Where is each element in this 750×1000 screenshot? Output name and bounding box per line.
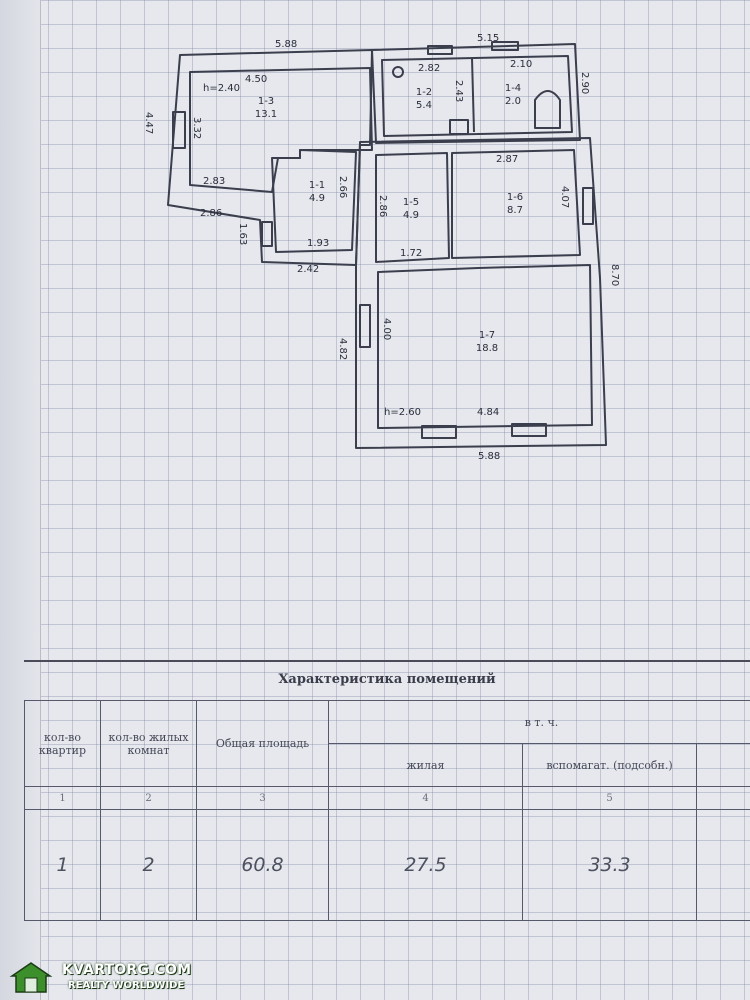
- dim-corridor-height: 2.66: [337, 176, 348, 198]
- header-auxiliary-area: вспомагат. (подсобн.): [522, 743, 697, 787]
- value-living-rooms: 2: [100, 809, 197, 921]
- house-logo-icon: [9, 962, 53, 993]
- dim-room6-height: 4.07: [559, 186, 570, 208]
- watermark-tagline: REALTY WORLDWIDE: [68, 980, 185, 991]
- room-id: 1-4: [505, 83, 521, 94]
- dim-top-right: 5.15: [477, 33, 499, 44]
- room-id: 1-7: [479, 330, 495, 341]
- dim-room6-width: 2.87: [496, 154, 518, 165]
- column-number: 1: [24, 786, 101, 810]
- dim-corridor-width: 1.93: [307, 238, 329, 249]
- kitchen-bath-partition: [471, 57, 475, 133]
- header-living-area: жилая: [328, 743, 523, 787]
- column-number: 4: [328, 786, 523, 810]
- room-area: 2.0: [505, 96, 521, 107]
- corridor-walls: [271, 149, 357, 253]
- room-id: 1-5: [403, 197, 419, 208]
- window-bath: [491, 41, 519, 51]
- room-id: 1-6: [507, 192, 523, 203]
- dim-room7-width: 4.84: [477, 407, 499, 418]
- dim-corridor-outer: 2.42: [297, 264, 319, 275]
- ceiling-height-lower: h=2.60: [384, 407, 421, 418]
- room-area: 13.1: [255, 109, 277, 120]
- bathtub: [534, 90, 561, 129]
- table-title: Характеристика помещений: [24, 660, 750, 702]
- room-id: 1-2: [416, 87, 432, 98]
- floor-plan: 5.88 5.15 4.47 3.32 4.50 2.83 2.86 2.66 …: [143, 33, 620, 462]
- dim-room3-width: 4.50: [245, 74, 267, 85]
- dim-left-bottom: 2.86: [200, 208, 222, 219]
- room-area: 4.9: [403, 210, 419, 221]
- dim-kitchen-width: 2.82: [418, 63, 440, 74]
- window-corridor: [261, 221, 273, 247]
- window-kitchen: [427, 45, 453, 55]
- dim-bath-width: 2.10: [510, 59, 532, 70]
- dim-room7-height: 4.00: [381, 318, 392, 340]
- dim-left-side: 4.47: [143, 112, 154, 134]
- value-living-area: 27.5: [328, 809, 523, 921]
- window-room-6: [582, 187, 594, 225]
- rooms-characteristics-table: кол-во квартир кол-во жилых комнат Общая…: [24, 700, 750, 921]
- window-room-7-bottom-1: [421, 425, 457, 439]
- stove: [449, 119, 469, 135]
- dim-top-left: 5.88: [275, 39, 297, 50]
- value-empty: [695, 809, 750, 921]
- room-id: 1-1: [309, 180, 325, 191]
- dim-hall-height: 2.86: [377, 195, 388, 217]
- window-room-7-left: [359, 304, 371, 348]
- dim-kitchen-depth: 2.43: [453, 80, 464, 102]
- outer-wall-right: [355, 137, 607, 449]
- dim-right-side: 8.70: [609, 264, 620, 286]
- ceiling-height-upper: h=2.40: [203, 83, 240, 94]
- header-total-area: Общая площадь: [196, 700, 329, 787]
- column-number: 2: [100, 786, 197, 810]
- kvartorg-watermark: KVARTORG.COM REALTY WORLDWIDE: [8, 958, 198, 998]
- dim-hall-width: 1.72: [400, 248, 422, 259]
- value-auxiliary-area: 33.3: [522, 809, 697, 921]
- header-apartments: кол-во квартир: [24, 700, 101, 787]
- column-number: 5: [522, 786, 697, 810]
- header-living-rooms: кол-во жилых комнат: [100, 700, 197, 787]
- table-header-row: кол-во квартир кол-во жилых комнат Общая…: [24, 700, 750, 787]
- dim-right-top: 2.90: [579, 72, 590, 94]
- header-empty: [695, 743, 750, 787]
- room-id: 1-3: [258, 96, 274, 107]
- room-area: 18.8: [476, 343, 498, 354]
- column-number: 3: [196, 786, 329, 810]
- column-number-empty: [695, 786, 750, 810]
- dim-left-inner: 3.32: [191, 117, 202, 139]
- table-column-numbers: 1 2 3 4 5: [24, 786, 750, 810]
- hall-walls: [375, 152, 450, 263]
- room-area: 5.4: [416, 100, 432, 111]
- dim-bottom: 5.88: [478, 451, 500, 462]
- watermark-name: KVARTORG.COM: [62, 962, 192, 978]
- table-row: 1 2 60.8 27.5 33.3: [24, 809, 750, 921]
- value-total-area: 60.8: [196, 809, 329, 921]
- dim-corridor-stub: 1.63: [237, 223, 248, 245]
- value-apartments: 1: [24, 809, 101, 921]
- dim-left-lower: 4.82: [337, 338, 348, 360]
- kitchen-bath-inner: [381, 55, 573, 137]
- window-left: [172, 111, 186, 149]
- room-6-walls: [451, 149, 581, 259]
- dim-room3-bottom: 2.83: [203, 176, 225, 187]
- room-area: 4.9: [309, 193, 325, 204]
- room-7-walls: [377, 264, 593, 429]
- boiler-symbol: [392, 66, 404, 78]
- window-room-7-bottom-2: [511, 423, 547, 437]
- room-area: 8.7: [507, 205, 523, 216]
- outer-wall-kitchen-bath: [371, 43, 581, 144]
- header-including: в т. ч.: [327, 700, 750, 744]
- outer-wall-upper-left: [167, 49, 373, 266]
